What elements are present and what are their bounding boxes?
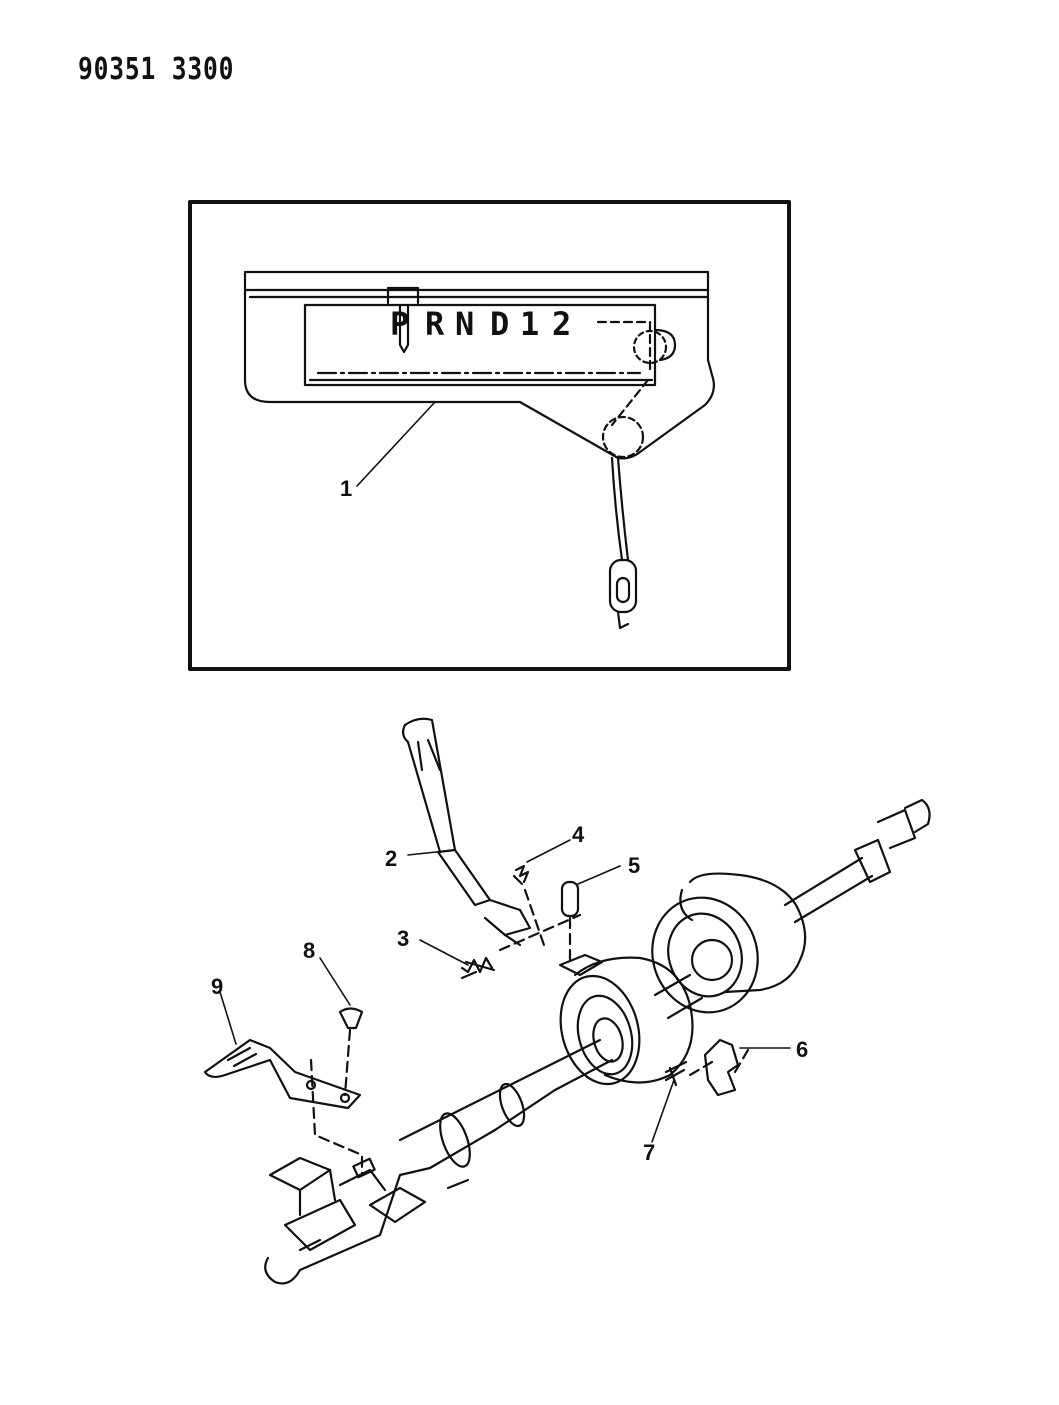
callout-9: 9 — [211, 974, 223, 999]
callout-2: 2 — [385, 846, 397, 871]
bracket-part-6 — [703, 1038, 740, 1097]
gear-label-2: 2 — [552, 305, 571, 343]
shift-lever-part — [401, 717, 532, 947]
callout-5: 5 — [628, 853, 640, 878]
gear-label-d: D — [490, 305, 509, 343]
callout-6: 6 — [796, 1037, 808, 1062]
callout-3: 3 — [397, 926, 409, 951]
gear-label-1: 1 — [520, 305, 539, 343]
alignment-lines — [309, 888, 750, 1177]
callout-4: 4 — [572, 822, 585, 847]
pin-part-5 — [560, 880, 580, 918]
spring-part-3 — [460, 956, 496, 980]
callout-1: 1 — [340, 476, 352, 501]
leader-lines — [219, 401, 791, 1143]
gear-indicator-labels: P R N D 1 2 — [390, 305, 571, 343]
callout-8: 8 — [303, 938, 315, 963]
spring-part-4 — [512, 864, 530, 886]
callout-7: 7 — [643, 1140, 655, 1165]
steering-column-assembly — [264, 798, 931, 1285]
shift-indicator-assembly — [243, 270, 715, 630]
push-nut-part-8 — [338, 1007, 364, 1030]
callouts: 1 2 3 4 5 6 7 8 9 — [211, 476, 808, 1165]
gear-label-p: P — [390, 305, 409, 343]
screw-part-7 — [664, 1060, 688, 1087]
lever-part-9 — [203, 1038, 362, 1110]
inset-frame — [188, 200, 791, 671]
gear-label-r: R — [425, 305, 445, 343]
gear-label-n: N — [455, 305, 474, 343]
document-id: 90351 3300 — [78, 52, 235, 87]
